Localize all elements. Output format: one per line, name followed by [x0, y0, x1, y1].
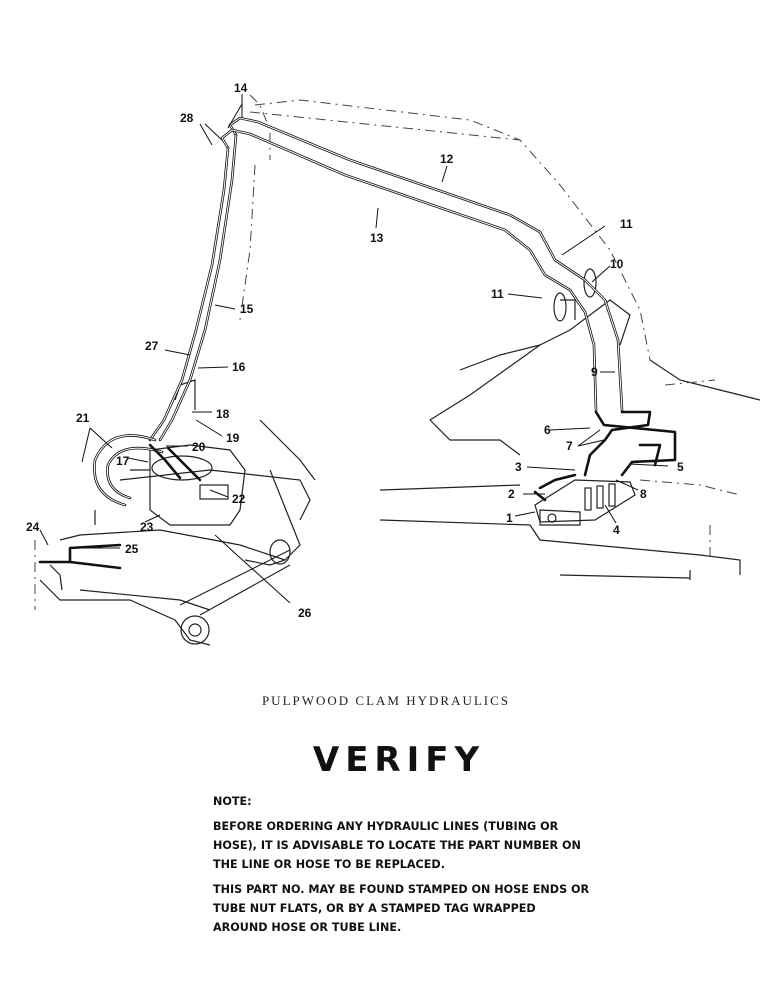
callout-21: 21 [76, 411, 90, 425]
callout-27: 27 [145, 339, 159, 353]
callout-20: 20 [192, 440, 206, 454]
callout-11-lower: 11 [491, 287, 504, 301]
callout-23: 23 [140, 520, 154, 534]
callout-7: 7 [566, 439, 573, 453]
control-valve [534, 479, 636, 526]
callout-8: 8 [640, 487, 647, 501]
hydraulics-diagram: 1 2 3 4 5 6 7 8 9 10 11 11 12 13 14 15 1… [26, 81, 761, 646]
callout-12: 12 [440, 152, 454, 166]
note-paragraph-2: THIS PART NO. MAY BE FOUND STAMPED ON HO… [213, 883, 590, 934]
callout-3: 3 [515, 460, 522, 474]
callout-28: 28 [180, 111, 194, 125]
callout-26: 26 [298, 606, 312, 620]
callout-19: 19 [226, 431, 240, 445]
callout-22: 22 [232, 492, 246, 506]
tractor-outline [34, 94, 761, 646]
note-heading: NOTE: [213, 795, 252, 808]
callout-16: 16 [232, 360, 246, 374]
callout-24: 24 [26, 520, 40, 534]
callout-25: 25 [125, 542, 139, 556]
leader-lines [39, 94, 669, 604]
verify-heading: VERIFY [312, 740, 486, 780]
note-paragraph-1: BEFORE ORDERING ANY HYDRAULIC LINES (TUB… [213, 820, 581, 871]
callout-6: 6 [544, 423, 551, 437]
callout-5: 5 [677, 460, 684, 474]
callout-2: 2 [508, 487, 515, 501]
callout-18: 18 [216, 407, 230, 421]
callout-17: 17 [116, 454, 130, 468]
callout-1: 1 [506, 511, 513, 525]
callout-11-upper: 11 [620, 217, 633, 231]
callout-labels: 1 2 3 4 5 6 7 8 9 10 11 11 12 13 14 15 1… [26, 81, 684, 620]
callout-13: 13 [370, 231, 384, 245]
callout-15: 15 [240, 302, 254, 316]
callout-10: 10 [610, 257, 624, 271]
callout-14: 14 [234, 81, 248, 95]
callout-4: 4 [613, 523, 620, 537]
diagram-caption: PULPWOOD CLAM HYDRAULICS [261, 693, 511, 708]
callout-9: 9 [591, 365, 598, 379]
note-block: NOTE: BEFORE ORDERING ANY HYDRAULIC LINE… [213, 792, 593, 937]
hydraulic-lines [38, 116, 677, 570]
